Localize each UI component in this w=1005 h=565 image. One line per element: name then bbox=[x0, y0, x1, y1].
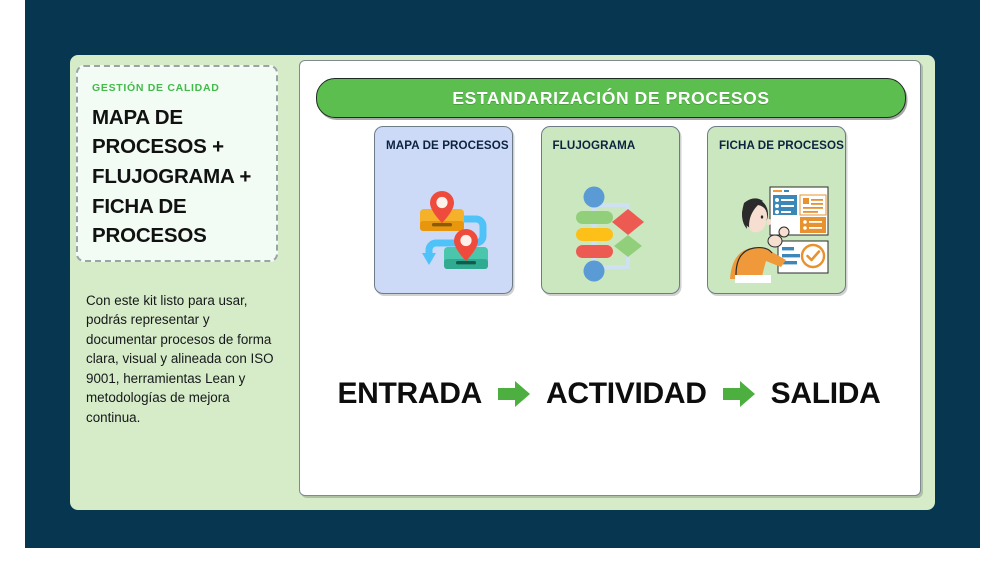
card-flujograma[interactable]: FLUJOGRAMA bbox=[540, 126, 680, 294]
eyebrow-label: GESTIÓN DE CALIDAD bbox=[92, 82, 220, 94]
flow-step-actividad: ACTIVIDAD bbox=[546, 377, 707, 410]
card-ficha-de-procesos[interactable]: FICHA DE PROCESOS bbox=[707, 126, 846, 294]
card-label: FLUJOGRAMA bbox=[552, 139, 636, 152]
right-arrow-icon bbox=[498, 381, 531, 407]
title-card: GESTIÓN DE CALIDAD MAPA DE PROCESOS + FL… bbox=[76, 65, 278, 262]
flow-step-salida: SALIDA bbox=[770, 377, 881, 410]
flowchart-icon bbox=[542, 183, 679, 287]
description-text: Con este kit listo para usar, podrás rep… bbox=[86, 293, 274, 425]
process-flow-row: ENTRADA ACTIVIDAD SALIDA bbox=[299, 368, 919, 420]
process-sheet-icon bbox=[708, 183, 845, 287]
card-label: FICHA DE PROCESOS bbox=[719, 139, 844, 152]
card-mapa-de-procesos[interactable]: MAPA DE PROCESOS bbox=[374, 126, 513, 294]
right-arrow-icon bbox=[722, 381, 755, 407]
flow-step-entrada: ENTRADA bbox=[337, 377, 483, 410]
section-banner-label: ESTANDARIZACIÓN DE PROCESOS bbox=[452, 87, 770, 108]
card-group: MAPA DE PROCESOS bbox=[374, 126, 846, 294]
card-label: MAPA DE PROCESOS bbox=[386, 139, 509, 152]
page-title: MAPA DE PROCESOS + FLUJOGRAMA + FICHA DE… bbox=[92, 105, 252, 248]
process-map-icon bbox=[375, 183, 512, 287]
section-banner: ESTANDARIZACIÓN DE PROCESOS bbox=[316, 78, 906, 118]
